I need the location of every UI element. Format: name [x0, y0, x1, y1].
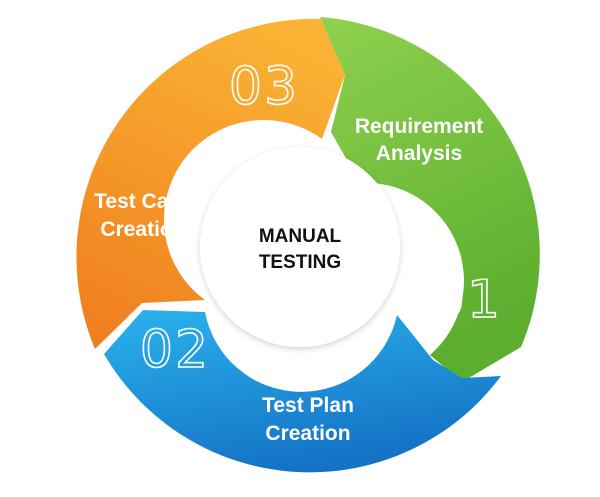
stage-title-test-plan-line2: Creation	[265, 422, 350, 445]
center-title-line2: TESTING	[259, 252, 341, 273]
stage-segment-requirement-analysis	[320, 17, 540, 382]
stage-title-test-case-line2: Creation	[100, 218, 185, 241]
stage-title-test-plan-line1: Test Plan	[262, 394, 354, 417]
stage-number-03: 03	[229, 57, 299, 117]
center-title-line1: MANUAL	[259, 226, 342, 247]
stage-title-test-case-line1: Test Case	[94, 190, 192, 213]
stage-number-02: 02	[140, 320, 210, 380]
center-circle	[200, 147, 400, 347]
stage-segment-test-case-creation	[76, 18, 346, 349]
stage-title-requirement-line1: Requirement	[355, 115, 483, 138]
stage-title-requirement-line2: Analysis	[376, 142, 462, 165]
stage-number-01: 01	[432, 270, 502, 330]
stage-segment-test-plan-creation	[104, 310, 501, 473]
